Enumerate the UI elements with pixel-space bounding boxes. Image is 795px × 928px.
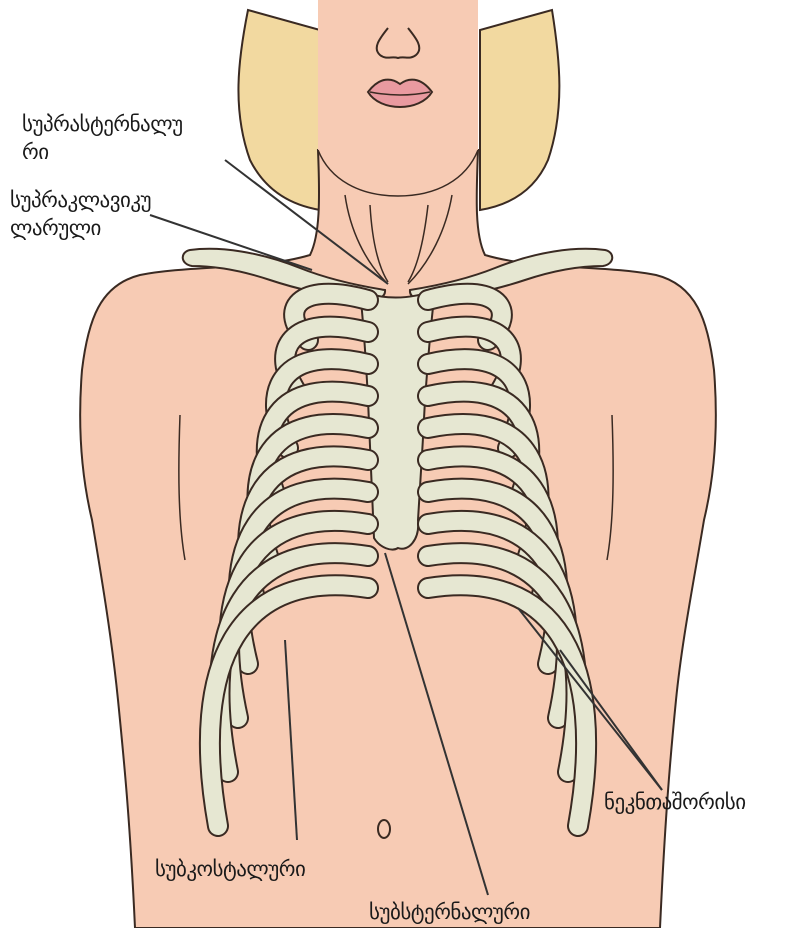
subcostal-label: სუბკოსტალური (155, 855, 305, 883)
suprasternal-label: სუპრასტერნალუ რი (22, 110, 183, 166)
intercostal-label: ნეკნთაშორისი (604, 788, 746, 816)
supraclavicular-label: სუპრაკლავიკუ ლარული (10, 186, 151, 242)
navel (378, 820, 390, 838)
suprasternal-label-line2: რი (22, 138, 183, 166)
suprasternal-label-line1: სუპრასტერნალუ (22, 110, 183, 138)
supraclavicular-label-line2: ლარული (10, 214, 151, 242)
substernal-label: სუბსტერნალური (369, 898, 530, 926)
supraclavicular-label-line1: სუპრაკლავიკუ (10, 186, 151, 214)
